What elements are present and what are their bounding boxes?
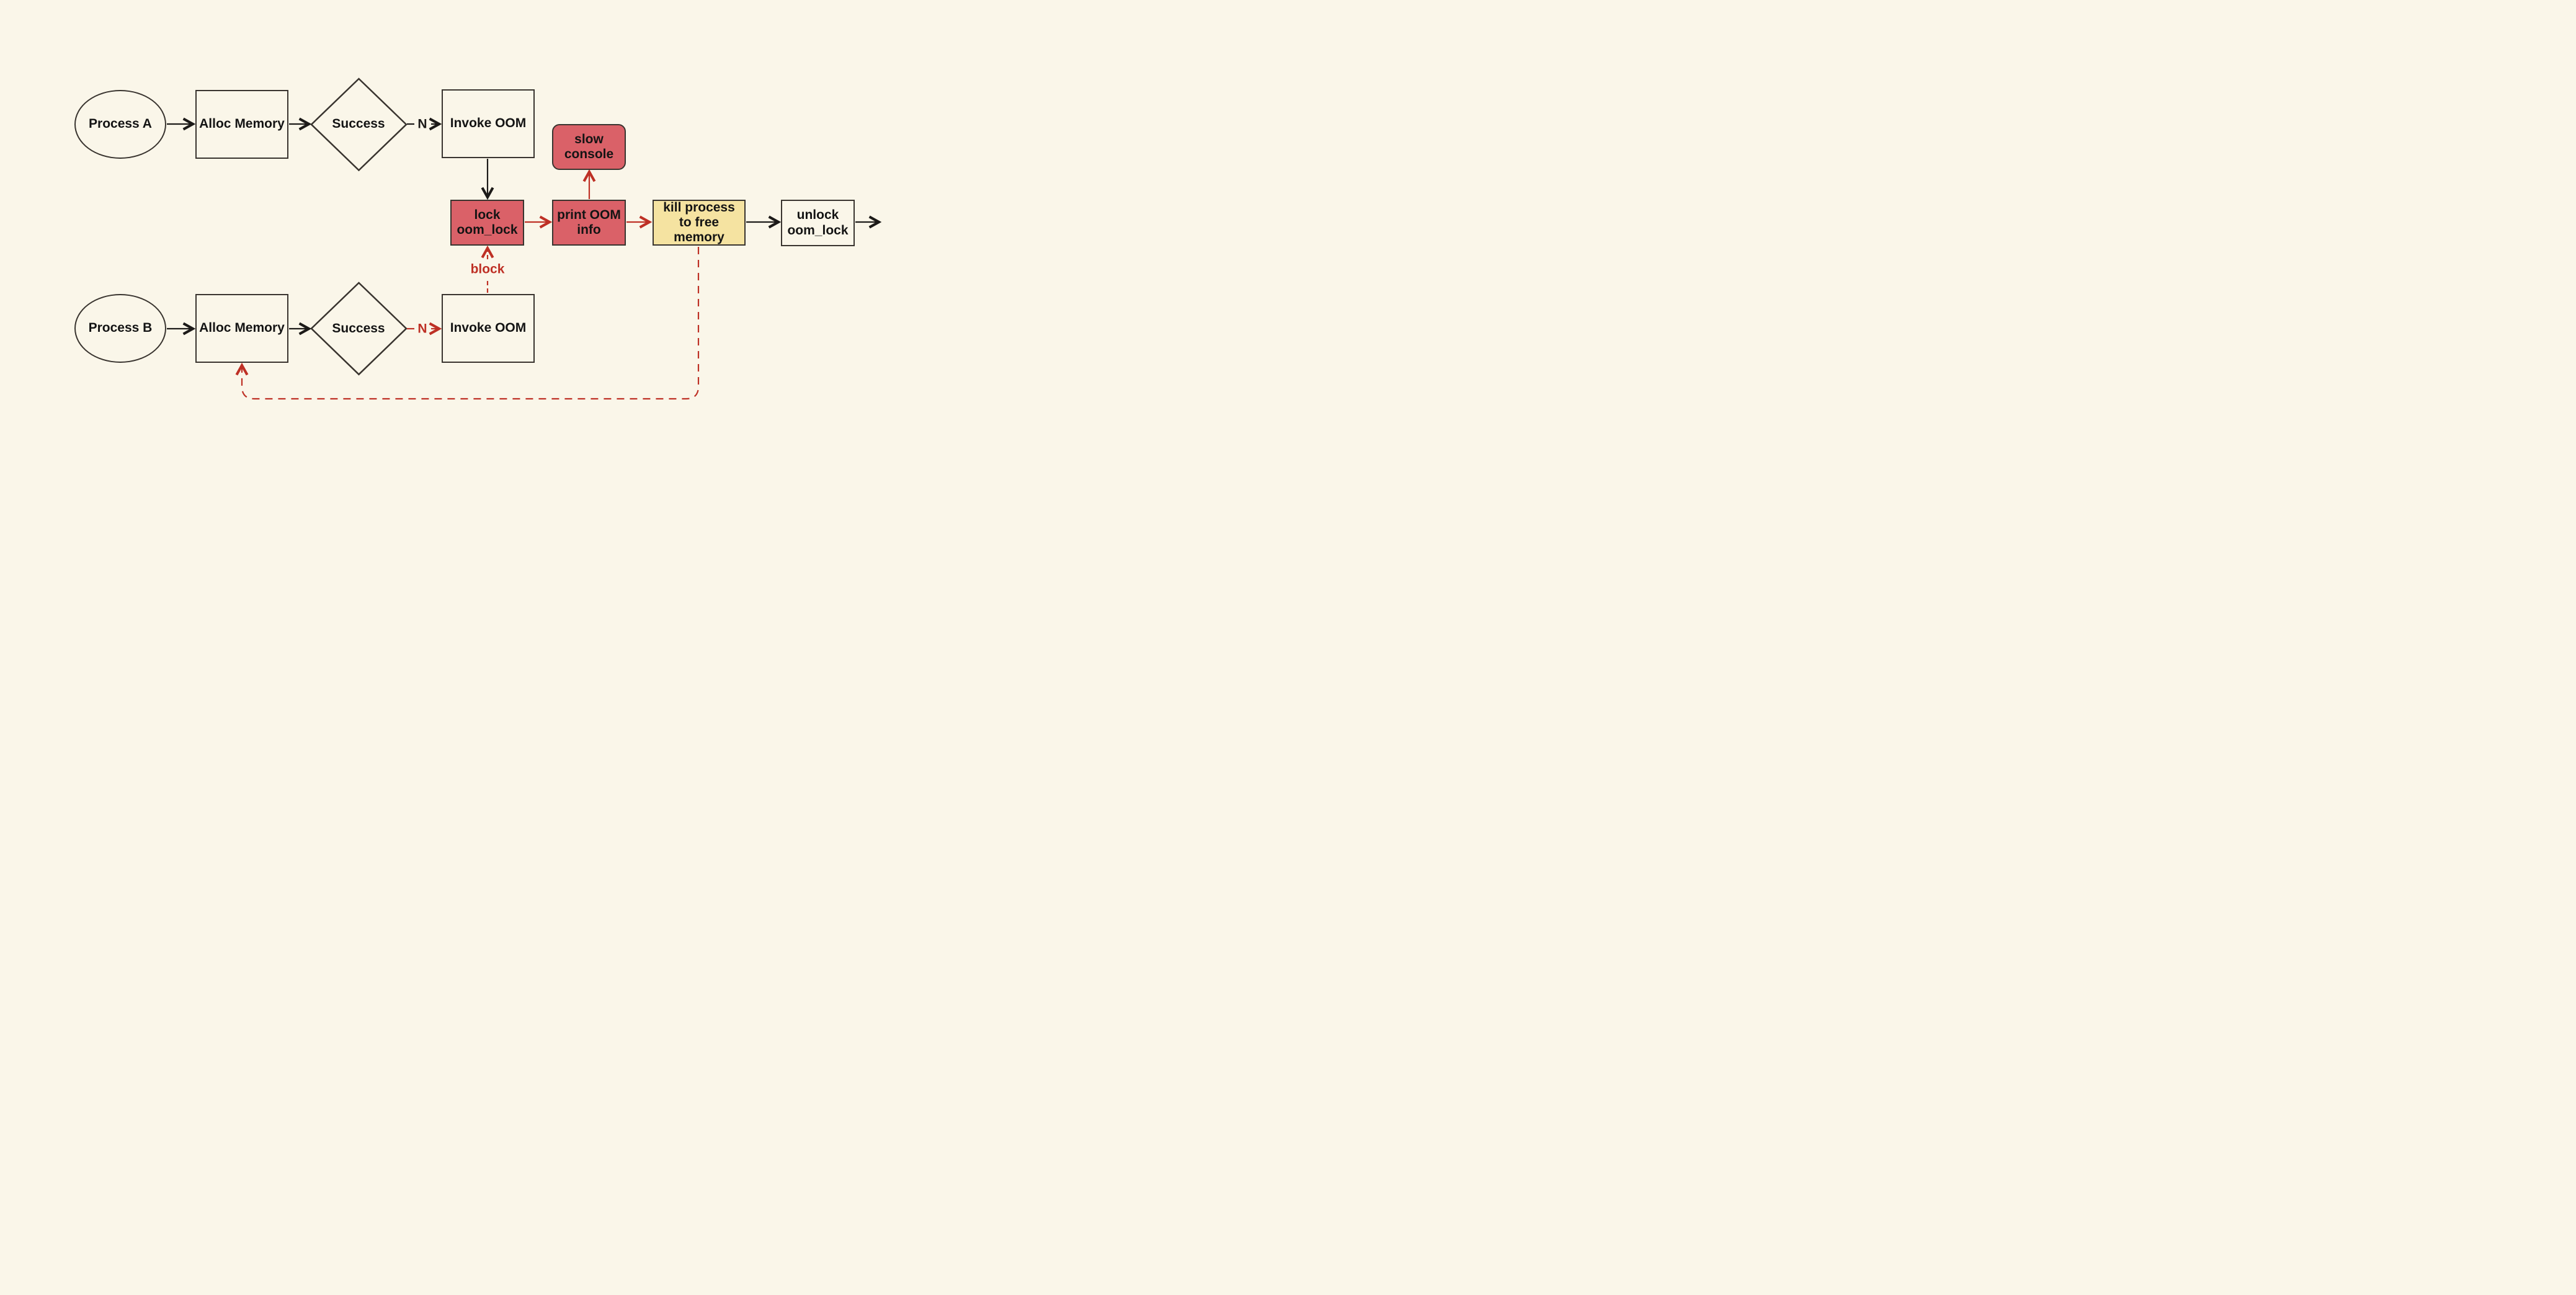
node-success-a-label: Success bbox=[332, 116, 385, 131]
label-success-b-no: N bbox=[417, 321, 427, 336]
node-unlock-oom-lock: unlock oom_lock bbox=[781, 200, 855, 246]
label-success-a-no: N bbox=[417, 117, 427, 131]
node-slow-console: slow console bbox=[552, 124, 626, 170]
node-print-oom-info: print OOM info bbox=[552, 200, 626, 246]
node-process-b: Process B bbox=[74, 294, 166, 363]
node-invoke-oom-a: Invoke OOM bbox=[442, 89, 535, 158]
node-success-b-label: Success bbox=[332, 321, 385, 336]
node-invoke-oom-b: Invoke OOM bbox=[442, 294, 535, 363]
label-block: block bbox=[468, 262, 507, 277]
node-lock-oom-lock: lock oom_lock bbox=[450, 200, 524, 246]
node-alloc-memory-b: Alloc Memory bbox=[195, 294, 288, 363]
success-b-diamond bbox=[310, 282, 408, 376]
node-alloc-memory-a: Alloc Memory bbox=[195, 90, 288, 159]
connector-layer bbox=[167, 78, 882, 400]
node-kill-process: kill process to free memory bbox=[653, 200, 746, 246]
success-a-diamond bbox=[310, 78, 408, 172]
node-process-a: Process A bbox=[74, 90, 166, 159]
flowchart-canvas: Process A Alloc Memory Success Invoke OO… bbox=[0, 0, 953, 479]
edge-kill-feedback-allocB bbox=[235, 247, 700, 400]
